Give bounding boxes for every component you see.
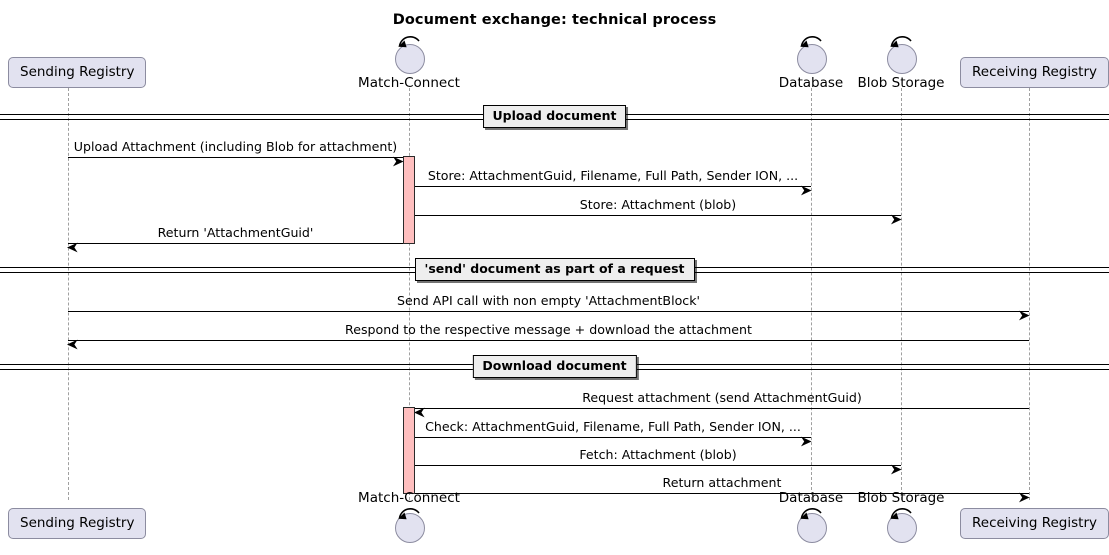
participant-receiving-top[interactable]: Receiving Registry [960,57,1109,88]
message-line [415,215,901,216]
message-label: Check: AttachmentGuid, Filename, Full Pa… [425,419,801,434]
message-label: Request attachment (send AttachmentGuid) [582,390,862,405]
message-label: Send API call with non empty 'Attachment… [397,293,700,308]
message-line [415,186,811,187]
control-arrow-icon [887,504,915,522]
group-label[interactable]: 'send' document as part of a request [414,258,695,282]
participant-label: Database [778,490,844,506]
lifeline-blob [901,88,902,500]
group-label[interactable]: Upload document [482,105,627,129]
message-label: Return attachment [662,475,782,490]
arrowhead-icon [891,210,902,225]
control-circle-icon [797,513,827,543]
control-arrow-icon [887,32,915,50]
control-circle-icon [887,44,917,74]
participant-label: Blob Storage [857,490,945,506]
arrowhead-icon [1019,306,1030,321]
message-label: Store: Attachment (blob) [579,197,737,212]
control-arrow-icon [395,504,423,522]
message-line [68,311,1029,312]
control-arrow-icon [797,32,825,50]
message-line [415,493,1029,494]
participant-label: Receiving Registry [972,515,1097,531]
arrowhead-icon [891,460,902,475]
control-arrow-icon [395,32,423,50]
arrowhead-icon [1019,488,1030,503]
lifeline-receiving [1029,88,1030,500]
participant-label: Match-Connect [358,490,460,506]
participant-label: Sending Registry [20,64,135,80]
participant-receiving-bottom[interactable]: Receiving Registry [960,508,1109,539]
participant-label: Blob Storage [857,75,945,91]
message-line [68,243,403,244]
arrowhead-icon [801,432,812,447]
activation-bar-a2 [403,407,415,494]
message-label: Respond to the respective message + down… [345,322,752,337]
participant-sending-top[interactable]: Sending Registry [8,57,147,88]
group-label[interactable]: Download document [472,355,637,379]
message-label: Store: AttachmentGuid, Filename, Full Pa… [427,168,799,183]
message-line [415,408,1029,409]
page-title: Document exchange: technical process [392,12,717,28]
participant-label: Receiving Registry [972,64,1097,80]
control-arrow-icon [797,504,825,522]
message-label: Upload Attachment (including Blob for at… [73,139,398,154]
participant-label: Sending Registry [20,515,135,531]
lifeline-database [811,88,812,500]
arrowhead-icon [801,181,812,196]
message-label: Fetch: Attachment (blob) [579,447,737,462]
message-line [68,340,1029,341]
participant-label: Database [778,75,844,91]
arrowhead-icon [414,403,425,418]
control-circle-icon [797,44,827,74]
arrowhead-icon [67,238,78,253]
participant-label: Match-Connect [358,75,460,91]
arrowhead-icon [393,152,404,167]
message-line [68,157,403,158]
message-label: Return 'AttachmentGuid' [157,225,314,240]
control-circle-icon [395,44,425,74]
activation-bar-a1 [403,156,415,244]
arrowhead-icon [67,335,78,350]
participant-sending-bottom[interactable]: Sending Registry [8,508,147,539]
lifeline-sending [68,88,69,500]
lifeline-connect [409,88,410,500]
message-line [415,437,811,438]
message-line [415,465,901,466]
